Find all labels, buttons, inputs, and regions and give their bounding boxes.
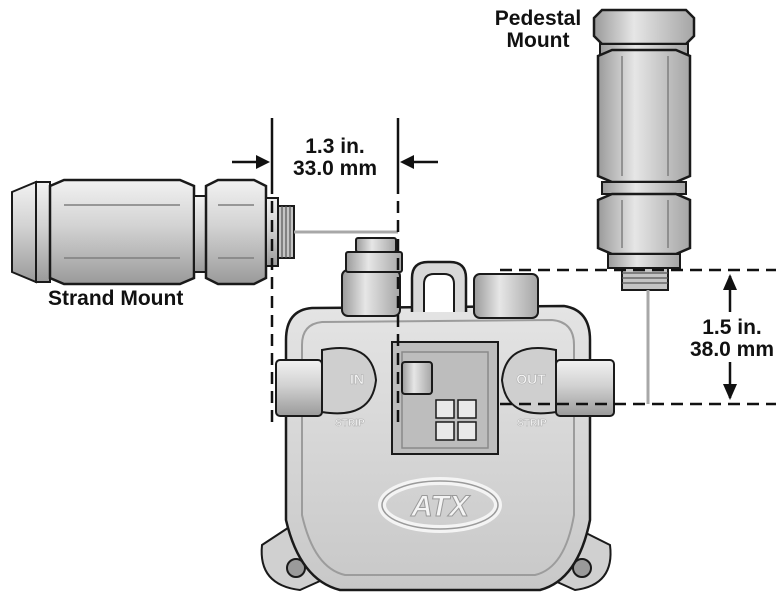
atx-logo: ATX: [378, 477, 502, 533]
strand-mount-label: Strand Mount: [48, 287, 184, 310]
port-in-label: IN: [350, 371, 364, 387]
horizontal-dimension-metric: 33.0 mm: [292, 157, 378, 181]
horizontal-dimension-imperial: 1.3 in.: [305, 135, 365, 158]
horizontal-dimension: [232, 118, 438, 428]
logo-text: ATX: [410, 490, 471, 523]
pedestal-label-line2: Mount: [506, 29, 570, 53]
strip-right-label: STRIP: [517, 418, 547, 429]
horizontal-dimension-label: 1.3 in. 33.0 mm: [274, 135, 396, 181]
pedestal-label-line1: Pedestal: [494, 7, 582, 30]
tap-housing: IN OUT STRIP STRIP ATX: [260, 260, 615, 592]
vertical-dimension-label: 1.5 in. 38.0 mm: [686, 316, 776, 362]
strip-left-label: STRIP: [335, 418, 365, 429]
pedestal-mount-connector: [592, 8, 696, 404]
pedestal-mount-label: Pedestal Mount: [484, 7, 592, 53]
top-port-bolt: [345, 237, 403, 273]
vertical-dimension: [500, 268, 776, 406]
port-out-label: OUT: [516, 371, 546, 387]
vertical-dimension-imperial: 1.5 in.: [702, 316, 762, 339]
vertical-dimension-metric: 38.0 mm: [689, 338, 775, 362]
strand-mount-connector: [11, 178, 398, 286]
